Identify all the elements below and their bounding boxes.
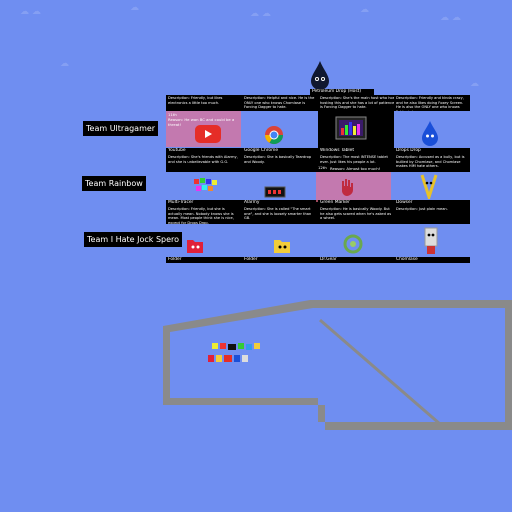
- member-name: Folder: [242, 257, 318, 263]
- red-folder-icon: [185, 235, 205, 255]
- member-description: Description: She is basically Teardrop a…: [242, 154, 318, 172]
- member-name: Green Marker: [318, 200, 394, 206]
- member-description: Description: Friendly and kinda crazy, a…: [394, 95, 470, 111]
- cloud-decoration: ☁: [360, 5, 369, 15]
- cloud-decoration: ☁ ☁: [440, 13, 461, 23]
- member-name: Multi-Tracer: [166, 200, 242, 206]
- water-drop-icon: [421, 120, 439, 146]
- member-description: Description: Friendly, but likes electro…: [166, 95, 242, 111]
- gear-icon: [342, 233, 364, 255]
- elimination-reason: Reason: He won BC and could be a threat!: [168, 117, 235, 127]
- yellow-folder-icon: [272, 235, 292, 255]
- team-label-ultragamer: Team Ultragamer: [83, 121, 159, 136]
- member-name: Alarmy: [242, 200, 318, 206]
- youtube-icon: [194, 123, 222, 145]
- team-label-rainbow: Team Rainbow: [82, 176, 146, 191]
- member-name: Windows Tablet: [318, 148, 394, 154]
- member-name: Google Chrome: [242, 148, 318, 154]
- member-description: Description: Friendly, but she is actual…: [166, 206, 242, 224]
- member-description: Description: Accused as a bully, but is …: [394, 154, 470, 172]
- chrome-icon: [263, 124, 285, 146]
- elimination-reason: Reason: Almost too much!: [330, 166, 381, 171]
- placement-tag: 11th: [168, 112, 177, 117]
- member-description: Description: Helpful and nice. He is the…: [242, 95, 318, 111]
- oil-drop-icon: [309, 60, 331, 90]
- hand-icon: [339, 177, 355, 197]
- member-name: Dr.Gear: [318, 257, 394, 263]
- member-name: Youtube: [166, 148, 242, 154]
- cloud-decoration: ☁ ☁: [250, 9, 271, 19]
- member-description: Description: Just plain mean.: [394, 206, 470, 224]
- placement-tag: 12th: [318, 165, 327, 170]
- member-name: Folder: [166, 257, 242, 263]
- host-name: Petroleum Drop (Host): [310, 89, 374, 95]
- member-name: Drops Drop: [394, 148, 470, 154]
- eliminated-highlight: [316, 172, 391, 202]
- member-name: Dowser: [394, 200, 470, 206]
- tablet-icon: [335, 116, 367, 142]
- alarm-clock-icon: [264, 186, 286, 198]
- cloud-decoration: ☁ ☁: [20, 7, 41, 17]
- cloud-decoration: ☁: [60, 59, 69, 69]
- member-description: Description: She is called "The smart on…: [242, 206, 318, 224]
- member-description: Description: The most INTENSE tablet eve…: [318, 154, 394, 172]
- chomlase-icon: [422, 226, 440, 256]
- character-group-icon: [200, 342, 272, 368]
- multi-tracer-icon: [192, 177, 218, 197]
- team-label-i-hate-jock-spero: Team I Hate Jock Spero: [84, 232, 183, 247]
- member-description: Description: He is basically Woody. But …: [318, 206, 394, 224]
- cloud-decoration: ☁: [130, 3, 139, 13]
- member-name: Chomlase: [394, 257, 470, 263]
- cloud-decoration: ☁: [470, 79, 479, 89]
- dowser-icon: [420, 173, 438, 199]
- member-description: Description: She's friends with Alarmy, …: [166, 154, 242, 172]
